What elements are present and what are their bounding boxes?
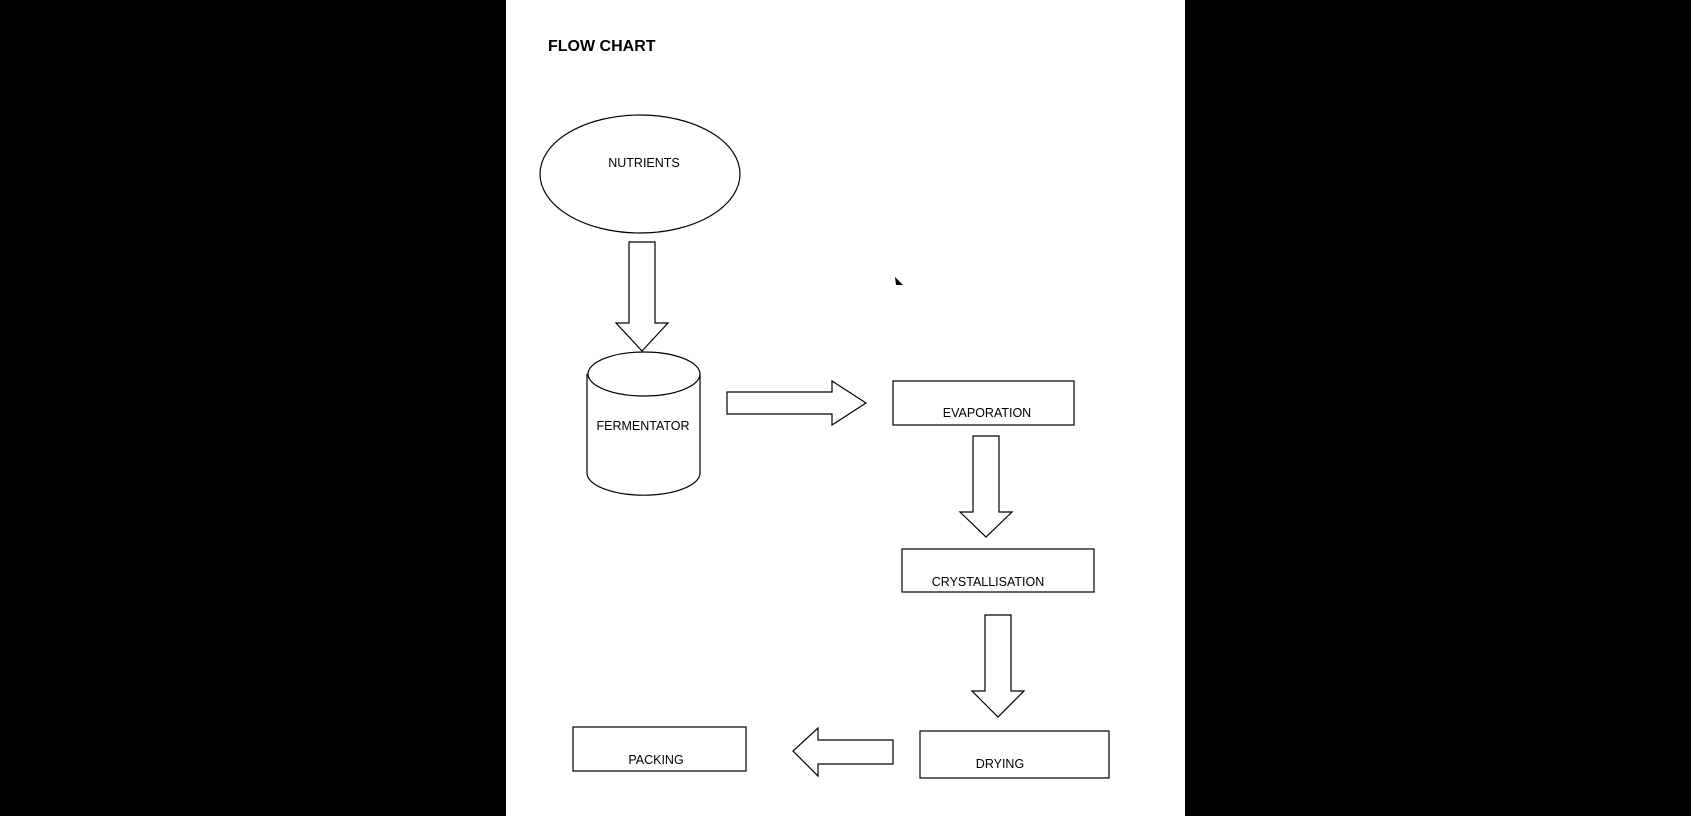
node-crystallisation: CRYSTALLISATION [901, 548, 1095, 593]
drying-box [919, 730, 1110, 779]
page-title: FLOW CHART [548, 38, 656, 55]
fermentator-body [586, 374, 701, 496]
node-packing: PACKING [572, 726, 747, 772]
crystallisation-box [901, 548, 1095, 593]
fermentator-top [587, 351, 701, 397]
drying-label: DRYING [976, 757, 1024, 771]
arrow-crystallisation-to-drying [970, 614, 1026, 718]
evaporation-box [892, 380, 1075, 426]
node-evaporation: EVAPORATION [892, 380, 1075, 426]
node-drying: DRYING [919, 730, 1110, 779]
node-fermentator: FERMENTATOR [586, 351, 701, 496]
arrow-fermentator-to-evaporation [726, 379, 868, 427]
arrow-drying-to-packing [792, 726, 894, 778]
nutrients-label: NUTRIENTS [608, 156, 680, 170]
nutrients-ellipse [539, 114, 741, 234]
crystallisation-label: CRYSTALLISATION [932, 575, 1045, 589]
packing-label: PACKING [628, 753, 683, 767]
flow-chart-diagram: FLOW CHART NUTRIENTS FERMENTATOR EVAPORA… [539, 38, 1110, 779]
arrow-evaporation-to-crystallisation [958, 435, 1014, 538]
evaporation-label: EVAPORATION [943, 406, 1031, 420]
packing-box [572, 726, 747, 772]
node-nutrients: NUTRIENTS [539, 114, 741, 234]
mouse-cursor-icon [895, 277, 903, 285]
fermentator-label: FERMENTATOR [596, 419, 689, 433]
document-page: FLOW CHART NUTRIENTS FERMENTATOR EVAPORA… [506, 0, 1185, 816]
arrow-nutrients-to-fermentator [614, 241, 670, 352]
